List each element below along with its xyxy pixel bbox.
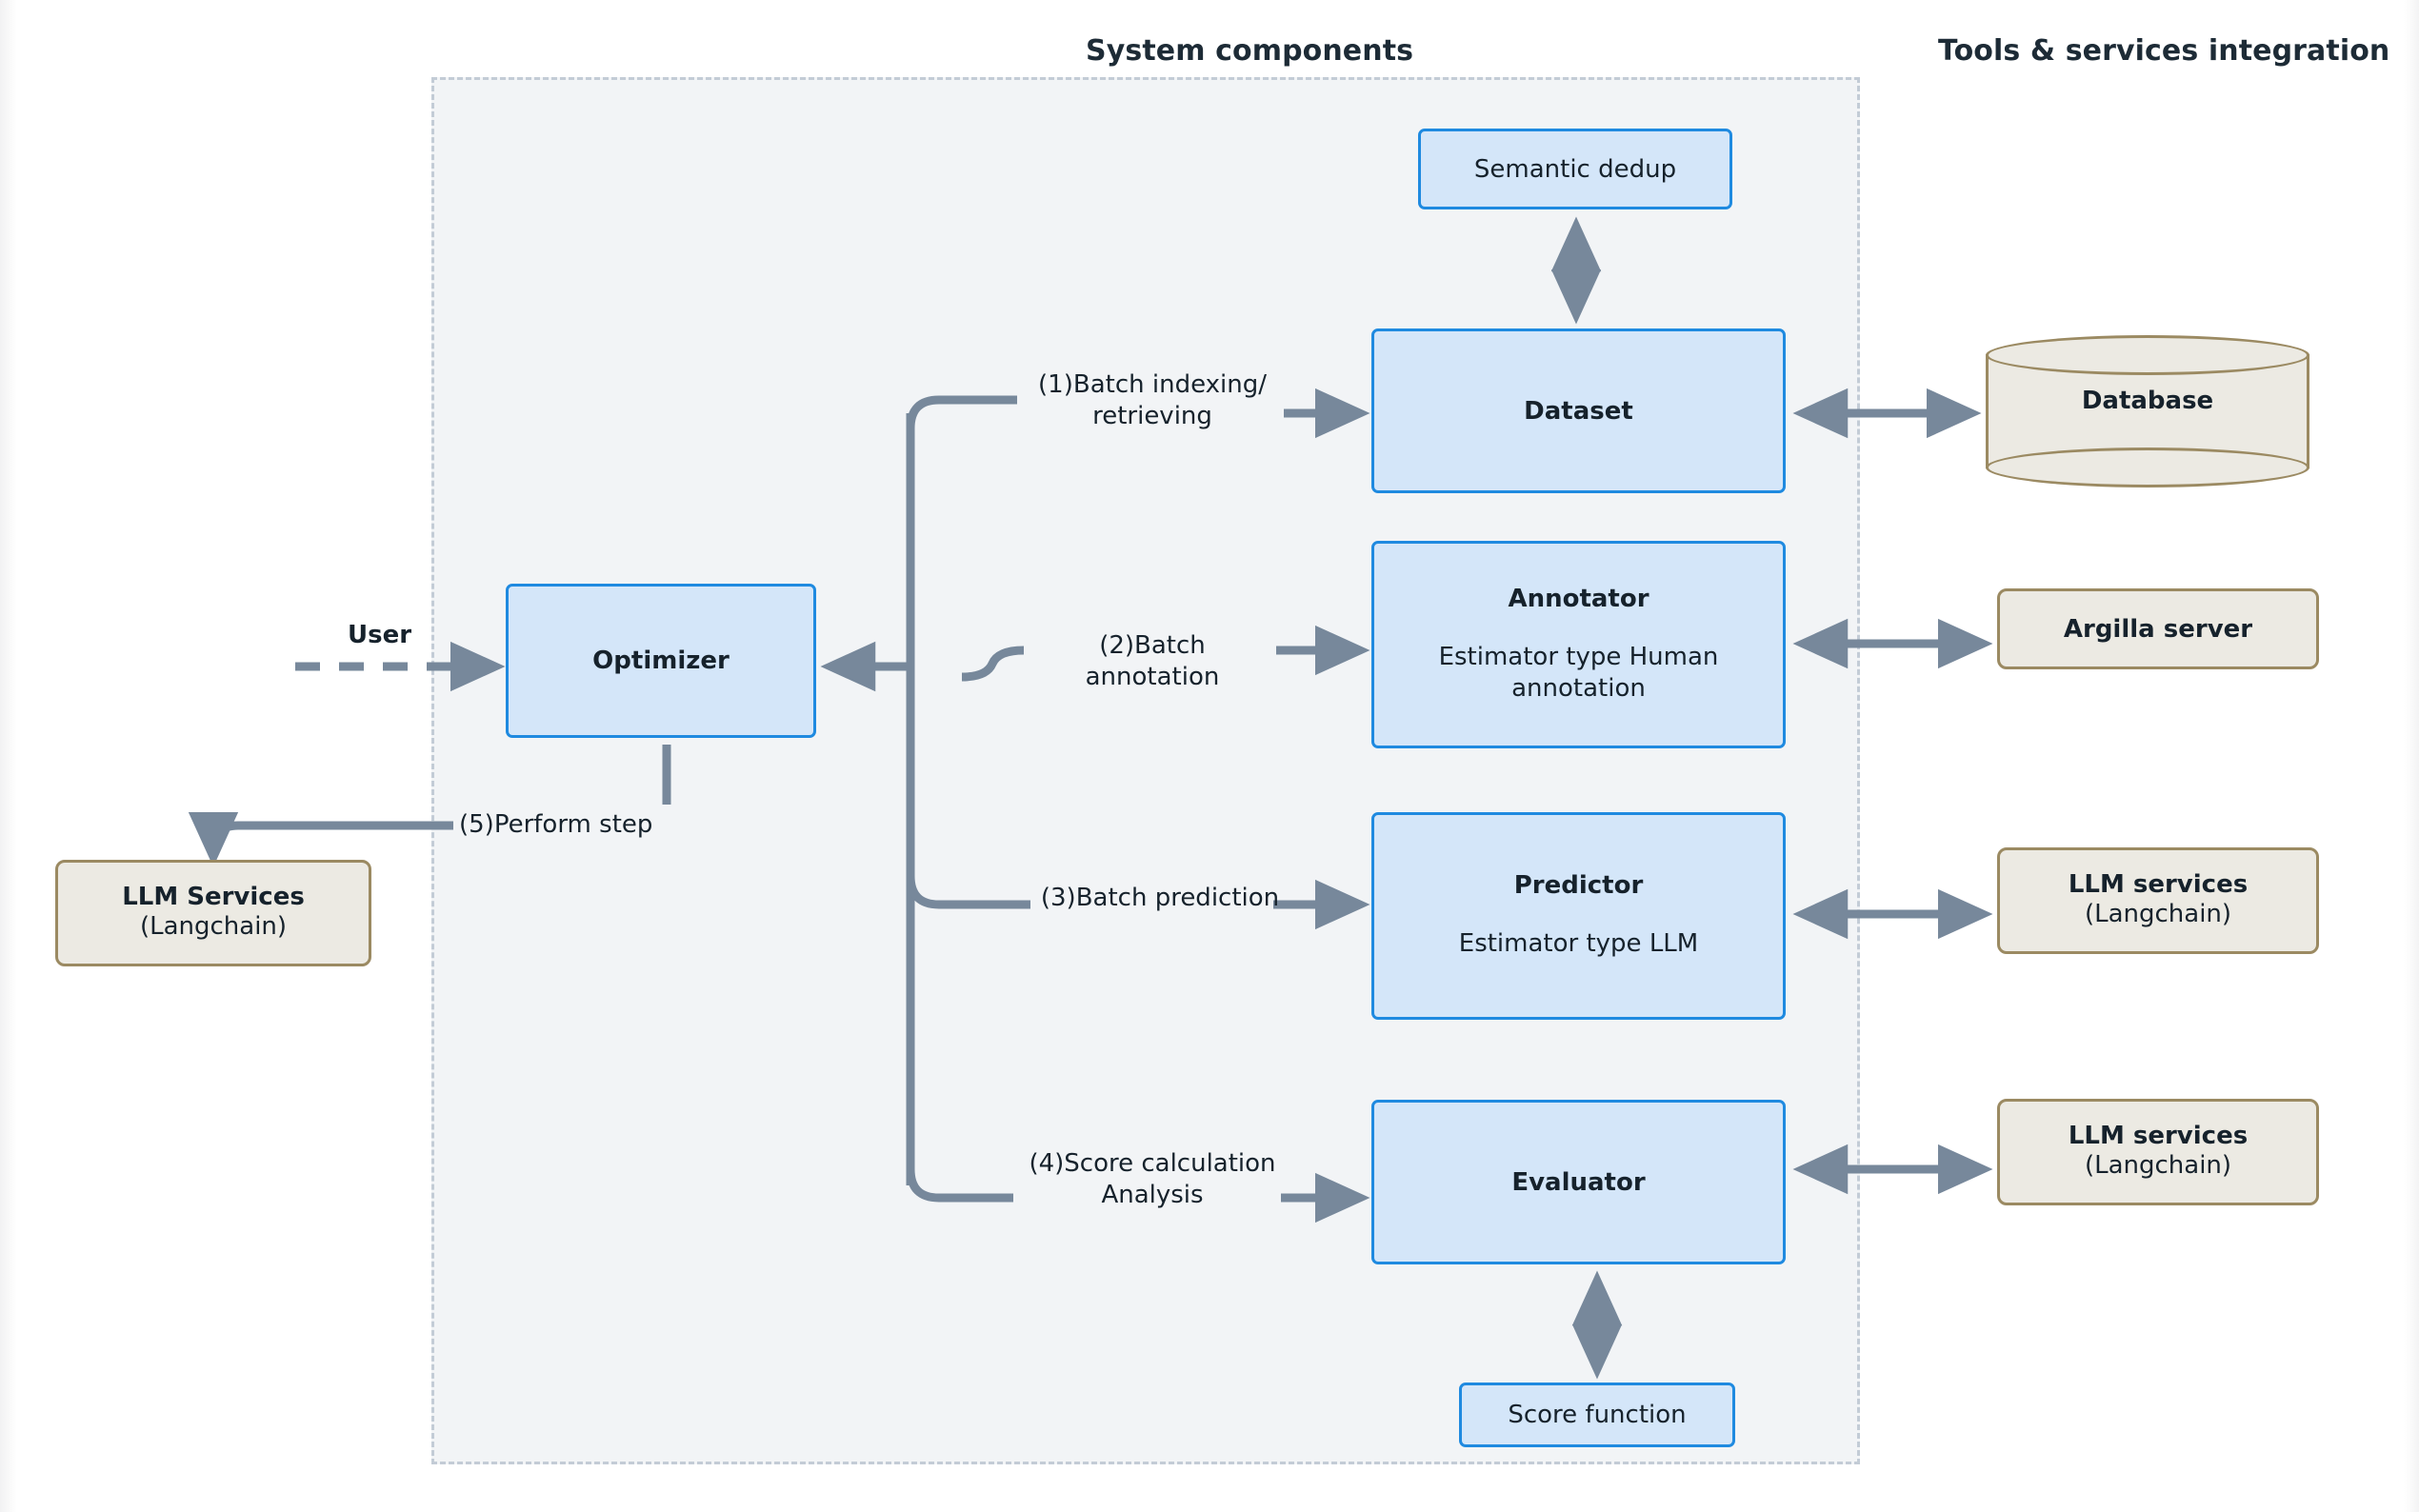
- node-score-function-title: Score function: [1508, 1401, 1687, 1429]
- node-llm-services-optimizer-title: LLM Services: [122, 883, 305, 912]
- database-cylinder-bottom: [1986, 448, 2309, 487]
- node-database-title: Database: [2081, 387, 2214, 415]
- right-edge-band: [2404, 0, 2419, 1512]
- node-annotator-title: Annotator: [1508, 584, 1649, 613]
- node-llm-services-evaluator-title: LLM services: [2068, 1122, 2249, 1151]
- node-predictor-title: Predictor: [1513, 871, 1644, 901]
- node-dataset[interactable]: Dataset: [1371, 328, 1786, 493]
- heading-tools-services: Tools & services integration: [1938, 34, 2390, 68]
- node-llm-services-predictor-subtitle: (Langchain): [2084, 900, 2232, 929]
- database-cylinder-top: [1986, 335, 2309, 375]
- left-edge-band: [0, 0, 17, 1512]
- node-llm-services-evaluator[interactable]: LLM services (Langchain): [1997, 1099, 2319, 1205]
- node-semantic-dedup[interactable]: Semantic dedup: [1418, 129, 1732, 209]
- node-evaluator[interactable]: Evaluator: [1371, 1100, 1786, 1264]
- node-llm-services-predictor-title: LLM services: [2068, 870, 2249, 900]
- node-argilla-server[interactable]: Argilla server: [1997, 588, 2319, 669]
- node-optimizer-title: Optimizer: [592, 647, 730, 675]
- edge-step5-to-llm-services: [188, 811, 453, 867]
- heading-system-components: System components: [1086, 34, 1414, 68]
- node-semantic-dedup-title: Semantic dedup: [1473, 154, 1677, 184]
- node-llm-services-predictor[interactable]: LLM services (Langchain): [1997, 847, 2319, 954]
- node-evaluator-title: Evaluator: [1511, 1167, 1646, 1197]
- edge-label-step-3: (3)Batch prediction: [1040, 884, 1280, 912]
- edge-label-step-1: (1)Batch indexing/ retrieving: [1038, 370, 1267, 431]
- edge-label-step-5: (5)Perform step: [459, 810, 653, 839]
- node-dataset-title: Dataset: [1524, 396, 1633, 426]
- node-llm-services-evaluator-subtitle: (Langchain): [2084, 1151, 2232, 1181]
- edge-label-step-4: (4)Score calculation Analysis: [1029, 1149, 1276, 1210]
- node-database[interactable]: Database: [1986, 335, 2309, 487]
- node-optimizer[interactable]: Optimizer: [506, 584, 816, 738]
- node-annotator-subtitle: Estimator type Human annotation: [1438, 642, 1719, 703]
- node-annotator[interactable]: Annotator Estimator type Human annotatio…: [1371, 541, 1786, 748]
- node-argilla-server-title: Argilla server: [2063, 614, 2253, 644]
- node-predictor-subtitle: Estimator type LLM: [1458, 929, 1699, 959]
- node-predictor[interactable]: Predictor Estimator type LLM: [1371, 812, 1786, 1020]
- edge-label-user: User: [348, 621, 412, 649]
- node-llm-services-optimizer-subtitle: (Langchain): [139, 912, 288, 942]
- node-llm-services-optimizer[interactable]: LLM Services (Langchain): [55, 860, 371, 966]
- node-score-function[interactable]: Score function: [1459, 1383, 1735, 1447]
- edge-label-step-2: (2)Batch annotation: [1085, 631, 1220, 692]
